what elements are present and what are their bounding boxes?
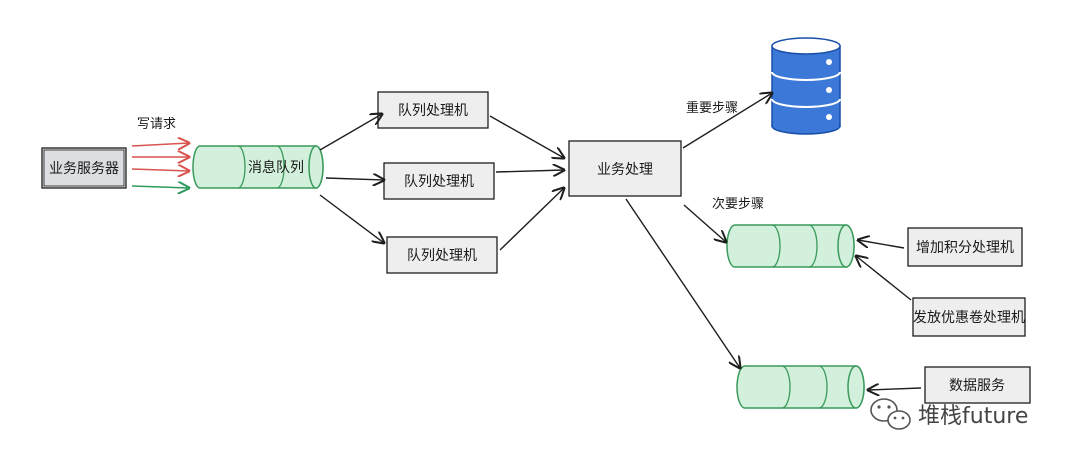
data-service-label: 数据服务 — [949, 378, 1005, 394]
secondary-queue-node — [726, 224, 855, 268]
queue-processor-3-node: 队列处理机 — [386, 236, 498, 274]
data-service-node: 数据服务 — [924, 366, 1031, 404]
business-server-node: 业务服务器 — [41, 147, 127, 189]
write-request-arrows — [131, 143, 189, 188]
business-server-label: 业务服务器 — [49, 161, 119, 177]
edge-business-to-database — [682, 93, 772, 149]
edge-data-service-to-queue — [868, 388, 922, 390]
edge-processor-1-to-business — [489, 115, 564, 158]
business-processing-label: 业务处理 — [597, 162, 653, 178]
queue-processor-2-label: 队列处理机 — [404, 174, 474, 190]
edge-add-points-to-queue — [858, 240, 905, 249]
edge-business-to-secondary-queue — [683, 204, 726, 242]
queue-processor-1-node: 队列处理机 — [377, 91, 489, 129]
queue-processor-3-label: 队列处理机 — [407, 248, 477, 264]
wechat-icon — [870, 398, 911, 430]
edge-queue-to-processor-2 — [325, 178, 384, 180]
business-processing-node: 业务处理 — [568, 140, 682, 197]
edge-queue-to-processor-3 — [319, 194, 384, 243]
database-icon — [771, 37, 841, 135]
edge-queue-to-processor-1 — [319, 114, 382, 151]
watermark: 堆栈future — [870, 398, 1028, 430]
data-service-queue-node — [736, 365, 865, 409]
message-queue-node: 消息队列 — [192, 145, 324, 189]
database-node — [771, 37, 841, 135]
add-points-processor-node: 增加积分处理机 — [907, 227, 1023, 267]
coupon-processor-node: 发放优惠卷处理机 — [912, 297, 1026, 337]
coupon-processor-label: 发放优惠卷处理机 — [913, 310, 1025, 326]
edge-processor-2-to-business — [495, 170, 564, 172]
write-request-label: 写请求 — [137, 117, 176, 132]
important-step-label: 重要步骤 — [686, 100, 738, 116]
watermark-text: 堆栈future — [918, 404, 1028, 429]
edge-business-to-data-service-queue — [625, 198, 740, 368]
write-arrow-1 — [131, 143, 189, 146]
add-points-processor-label: 增加积分处理机 — [916, 240, 1014, 256]
edge-processor-3-to-business — [499, 188, 564, 251]
message-queue-label: 消息队列 — [248, 159, 304, 176]
queue-processor-1-label: 队列处理机 — [398, 103, 468, 119]
secondary-step-label: 次要步骤 — [712, 196, 764, 212]
write-arrow-3 — [131, 169, 189, 171]
write-arrow-4 — [131, 186, 189, 188]
queue-processor-2-node: 队列处理机 — [383, 162, 495, 200]
edge-coupon-to-queue — [856, 256, 912, 301]
